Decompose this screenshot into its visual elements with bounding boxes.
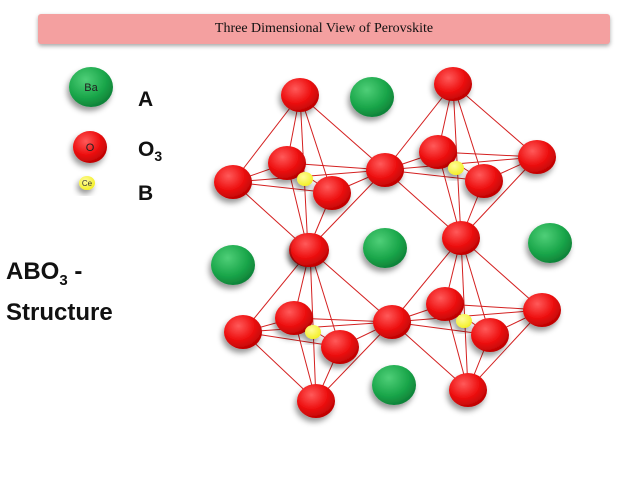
oxygen-atom (471, 318, 509, 352)
oxygen-atom (366, 153, 404, 187)
bond-line (232, 94, 301, 183)
oxygen-atom (434, 67, 472, 101)
ba-atom (528, 223, 572, 263)
oxygen-atom (275, 301, 313, 335)
oxygen-atom (449, 373, 487, 407)
legend-label-o: O (138, 138, 155, 161)
oxygen-atom (518, 140, 556, 174)
oxygen-atom (268, 146, 306, 180)
bond-line (391, 237, 462, 323)
ba-atom (363, 228, 407, 268)
legend-ba-symbol: Ba (84, 82, 98, 94)
legend-ce-atom (79, 176, 95, 190)
oxygen-atom (373, 305, 411, 339)
caption-line2: Structure (6, 298, 113, 326)
legend-o-symbol: O (86, 142, 95, 154)
page-title: Three Dimensional View of Perovskite (214, 21, 434, 36)
bond-line (299, 94, 386, 171)
bond-line (315, 321, 393, 402)
oxygen-atom (224, 315, 262, 349)
ba-atom (350, 77, 394, 117)
ce-atom (448, 161, 464, 175)
legend-label-a: A (138, 88, 154, 111)
legend-atoms: Ba O Ce (69, 67, 113, 190)
ba-atom (211, 245, 255, 285)
bond-line (467, 309, 543, 391)
bond-line (309, 249, 393, 323)
ce-atom (297, 172, 313, 186)
oxygen-atom (214, 165, 252, 199)
legend-label-o-subscript: 3 (154, 148, 163, 165)
structure-caption: ABO3 - Structure (6, 256, 113, 329)
title-banner: Three Dimensional View of Perovskite (38, 14, 610, 44)
ba-atom (372, 365, 416, 405)
bond-line (452, 83, 538, 158)
oxygen-atom (297, 384, 335, 418)
legend-ce-symbol: Ce (82, 179, 93, 188)
oxygen-atom (465, 164, 503, 198)
caption-suffix: - (67, 258, 83, 285)
atoms (211, 67, 572, 418)
bond-line (460, 237, 543, 311)
bond-line (299, 94, 333, 194)
bond-line (460, 156, 538, 239)
oxygen-atom (426, 287, 464, 321)
bond-line (452, 83, 462, 239)
caption-formula: ABO (6, 258, 60, 285)
oxygen-atom (321, 330, 359, 364)
legend-label-o3: O3 (138, 138, 162, 164)
ce-atom (305, 325, 321, 339)
legend-label-b: B (138, 182, 154, 205)
ce-atom (456, 314, 472, 328)
legend-ba-atom (69, 67, 113, 107)
oxygen-atom (442, 221, 480, 255)
oxygen-atom (523, 293, 561, 327)
oxygen-atom (313, 176, 351, 210)
legend-o-atom (73, 131, 107, 163)
oxygen-atom (291, 233, 329, 267)
caption-subscript: 3 (59, 271, 68, 289)
bond-line (384, 83, 454, 171)
oxygen-atom (419, 135, 457, 169)
bond-line (460, 237, 469, 391)
oxygen-atom (281, 78, 319, 112)
